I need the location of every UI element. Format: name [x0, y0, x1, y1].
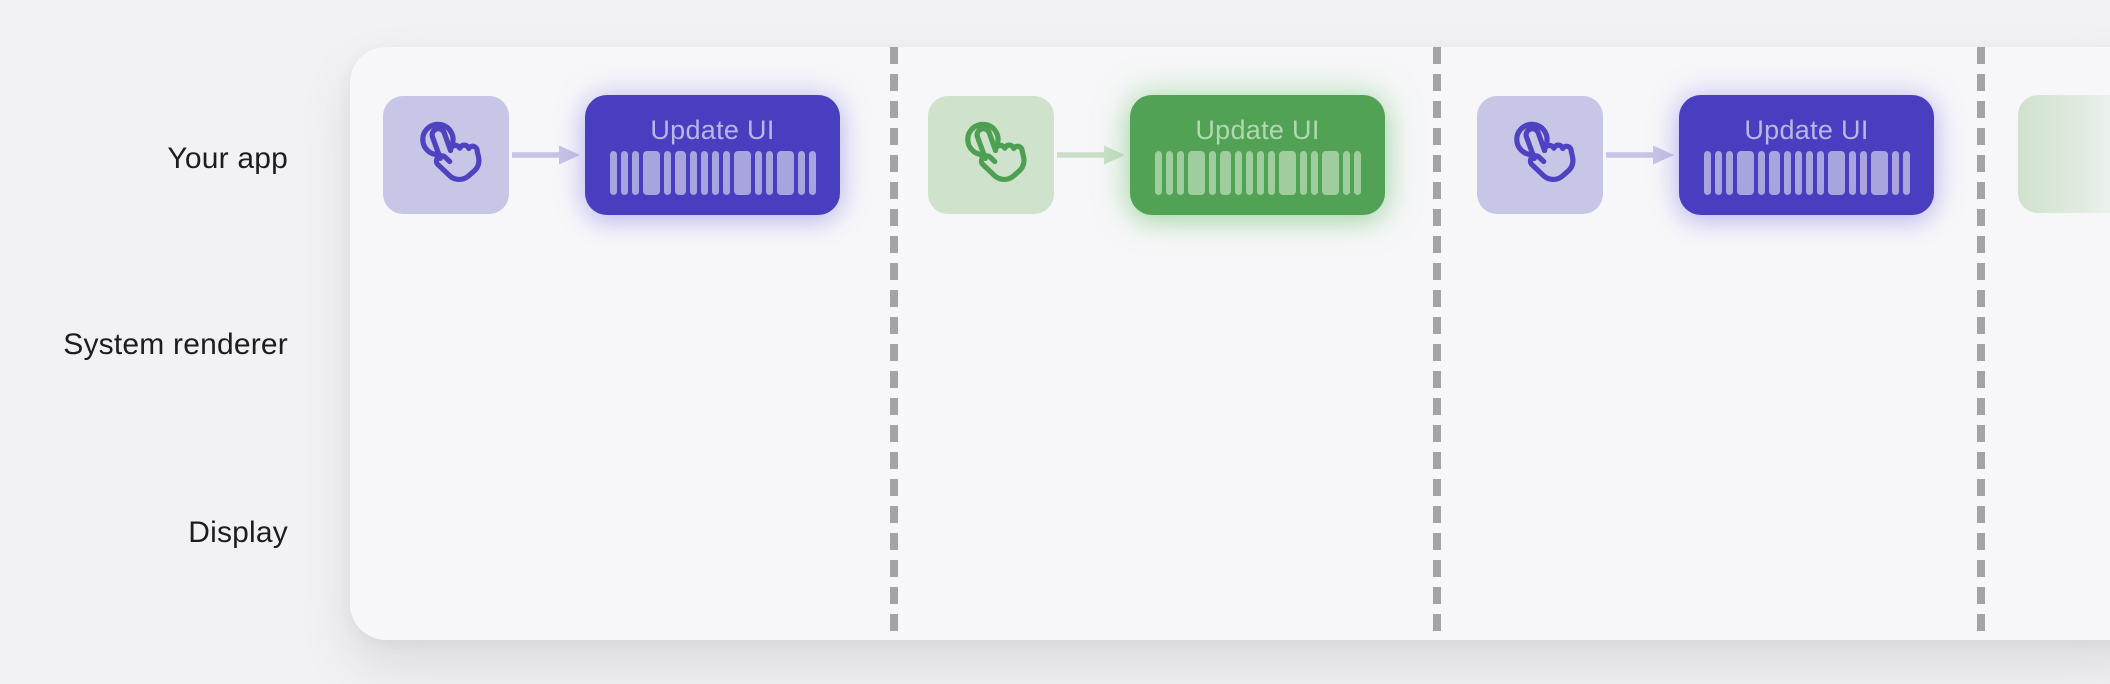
barcode-bar	[776, 151, 794, 195]
frame-separator-dashed-line	[890, 47, 898, 640]
barcode-bar	[1245, 151, 1253, 195]
barcode-bar	[1805, 151, 1813, 195]
barcode-bar	[1714, 151, 1722, 195]
barcode-bar	[1827, 151, 1845, 195]
barcode-bar	[1278, 151, 1296, 195]
barcode-bar	[1187, 151, 1205, 195]
tap-gesture-icon	[420, 121, 482, 182]
tap-gesture-icon	[965, 121, 1027, 182]
row-label-your-app: Your app	[167, 142, 288, 175]
barcode-bars	[1703, 151, 1910, 195]
frame-separator-dashed-line	[1433, 47, 1441, 640]
barcode-bar	[711, 151, 719, 195]
barcode-bar	[1176, 151, 1184, 195]
barcode-bar	[1891, 151, 1899, 195]
tap-gesture-icon	[1514, 121, 1576, 182]
update-ui-label: Update UI	[1195, 115, 1320, 145]
barcode-bar	[674, 151, 686, 195]
arrow-right-icon	[1057, 145, 1125, 165]
barcode-bar	[733, 151, 751, 195]
frame-1-your-app-events: Update UI	[383, 95, 840, 215]
barcode-bar	[1757, 151, 1765, 195]
row-label-system-renderer: System renderer	[63, 328, 288, 361]
barcode-bar	[1725, 151, 1733, 195]
barcode-bar	[808, 151, 816, 195]
barcode-bar	[1310, 151, 1318, 195]
barcode-bar	[1154, 151, 1162, 195]
barcode-bars	[1154, 151, 1361, 195]
barcode-bar	[631, 151, 639, 195]
tap-event-card	[383, 96, 509, 214]
barcode-bar	[1736, 151, 1754, 195]
update-ui-card: Update UI	[585, 95, 840, 215]
frame-separator-dashed-line	[1977, 47, 1985, 640]
barcode-bar	[1165, 151, 1173, 195]
barcode-bar	[689, 151, 697, 195]
barcode-bar	[1794, 151, 1802, 195]
barcode-bar	[642, 151, 660, 195]
barcode-bar	[1321, 151, 1339, 195]
barcode-bar	[1256, 151, 1264, 195]
frame-4-partial-tap-card	[2018, 95, 2110, 213]
update-ui-label: Update UI	[650, 115, 775, 145]
barcode-bar	[1902, 151, 1910, 195]
barcode-bar	[1783, 151, 1791, 195]
barcode-bar	[1342, 151, 1350, 195]
row-label-display: Display	[188, 516, 288, 549]
barcode-bar	[620, 151, 628, 195]
barcode-bars	[609, 151, 816, 195]
update-ui-card: Update UI	[1679, 95, 1934, 215]
timeline-panel: Update UI Update UI	[350, 47, 2110, 640]
barcode-bar	[700, 151, 708, 195]
barcode-bar	[722, 151, 730, 195]
frame-2-your-app-events: Update UI	[928, 95, 1385, 215]
barcode-bar	[1353, 151, 1361, 195]
barcode-bar	[797, 151, 805, 195]
barcode-bar	[1234, 151, 1242, 195]
frame-3-your-app-events: Update UI	[1477, 95, 1934, 215]
barcode-bar	[1267, 151, 1275, 195]
update-ui-label: Update UI	[1744, 115, 1869, 145]
barcode-bar	[609, 151, 617, 195]
barcode-bar	[1816, 151, 1824, 195]
barcode-bar	[765, 151, 773, 195]
barcode-bar	[1219, 151, 1231, 195]
barcode-bar	[1848, 151, 1856, 195]
row-labels: Your app System renderer Display	[0, 0, 288, 684]
arrow-right-icon	[512, 145, 580, 165]
barcode-bar	[1703, 151, 1711, 195]
barcode-bar	[1768, 151, 1780, 195]
barcode-bar	[1208, 151, 1216, 195]
barcode-bar	[663, 151, 671, 195]
barcode-bar	[1299, 151, 1307, 195]
barcode-bar	[754, 151, 762, 195]
update-ui-card: Update UI	[1130, 95, 1385, 215]
barcode-bar	[1870, 151, 1888, 195]
barcode-bar	[1859, 151, 1867, 195]
tap-event-card	[1477, 96, 1603, 214]
tap-event-card	[928, 96, 1054, 214]
arrow-right-icon	[1606, 145, 1674, 165]
